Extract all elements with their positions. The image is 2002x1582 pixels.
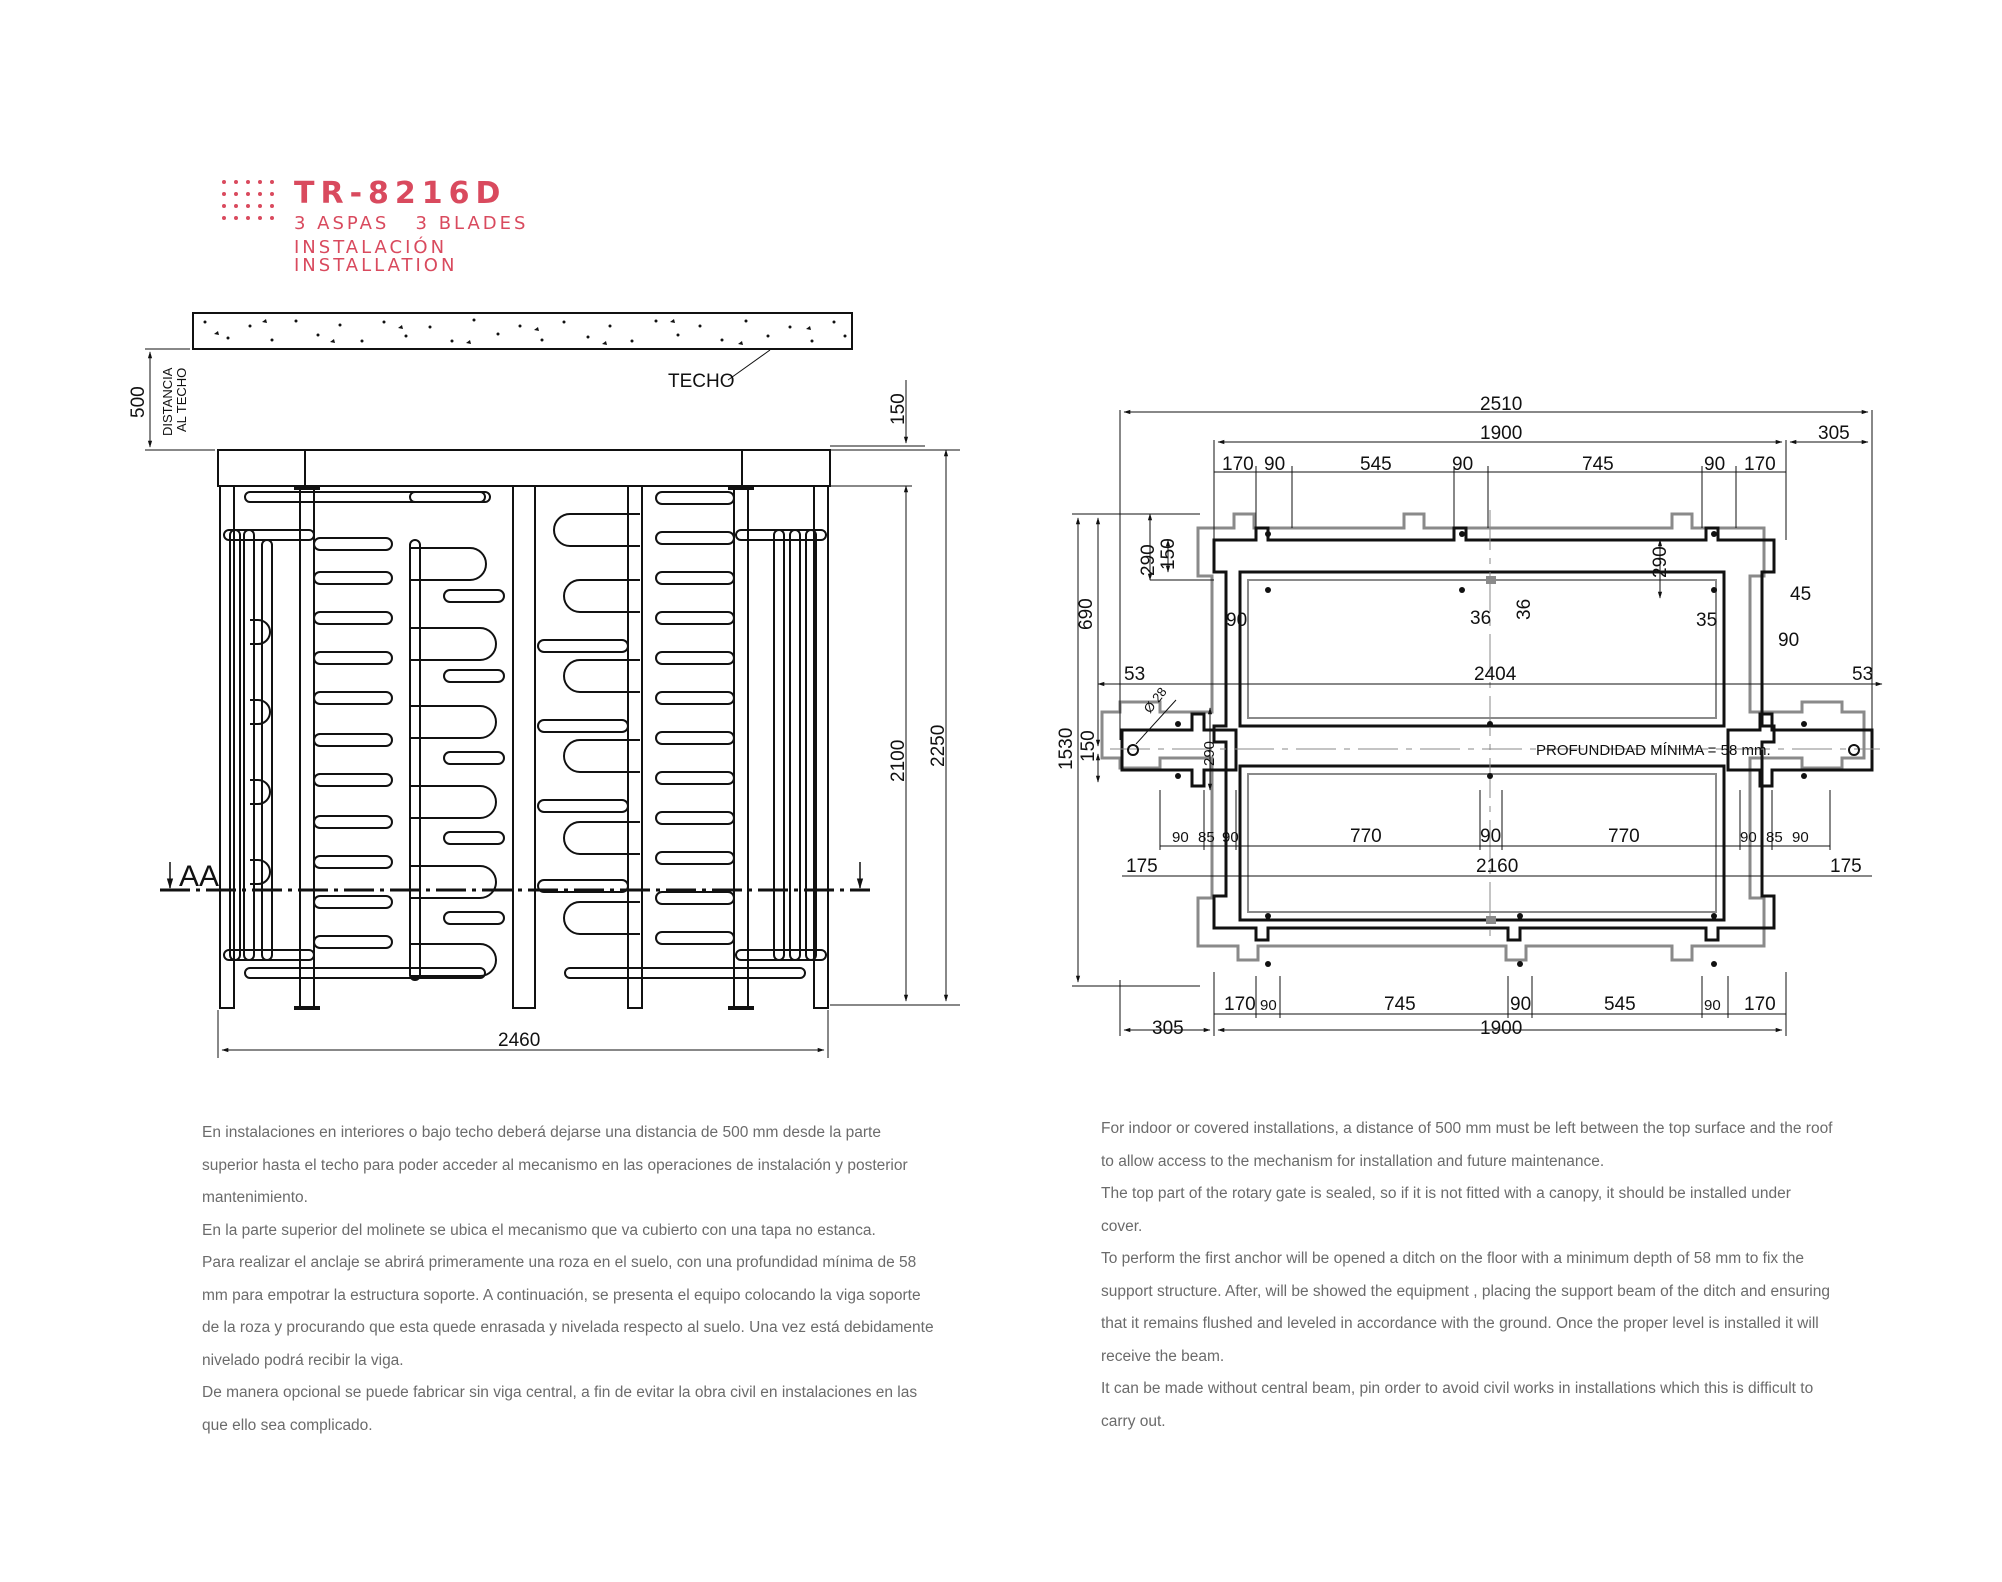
dim-top-545: 545 (1360, 454, 1392, 475)
dim-mid-770-a: 770 (1350, 826, 1382, 847)
dim-mid-85-a: 85 (1198, 829, 1215, 846)
dim-left-53: 53 (1124, 664, 1145, 685)
dim-bot-745: 745 (1384, 994, 1416, 1015)
dim-mid-770-b: 770 (1608, 826, 1640, 847)
plan-total-width: 2510 (1480, 394, 1522, 415)
dim-left-290-b: 290 (1201, 741, 1218, 766)
paragraph-es-3: Para realizar el anclaje se abrirá prime… (202, 1254, 934, 1369)
model-title: TR-8216D (294, 176, 507, 211)
paragraph-en-4: It can be made without central beam, pin… (1101, 1380, 1814, 1430)
dim-right-175: 175 (1830, 856, 1862, 877)
dim-mid-90-a: 90 (1172, 829, 1189, 846)
dim-bot-90-b: 90 (1510, 994, 1531, 1015)
dim-left-690: 690 (1076, 598, 1097, 630)
dim-right-53: 53 (1852, 664, 1873, 685)
width-dim: 2460 (498, 1030, 540, 1051)
paragraph-en-3: To perform the first anchor will be open… (1101, 1250, 1830, 1365)
ditch-outline (1100, 512, 1866, 962)
plan-beam-width: 1900 (1480, 423, 1522, 444)
plan-right-offset: 305 (1818, 423, 1850, 444)
dim-mid-90-e: 90 (1792, 829, 1809, 846)
dim-left-290: 290 (1138, 544, 1159, 576)
clearance-label-2: AL TECHO (174, 368, 189, 432)
dim-left-90: 90 (1226, 610, 1247, 631)
dim-center-2404: 2404 (1474, 664, 1517, 685)
paragraph-es-2: En la parte superior del molinete se ubi… (202, 1221, 876, 1239)
elevation-view: TECHO 500 DISTANCIA AL TECHO (128, 312, 960, 1058)
ceiling-hatch (203, 318, 847, 345)
dim-left-175: 175 (1126, 856, 1158, 877)
dim-bot-1900: 1900 (1480, 1018, 1522, 1039)
dim-top-170-right: 170 (1744, 454, 1776, 475)
dim-bot-170-left: 170 (1224, 994, 1256, 1015)
dim-bot-90-a: 90 (1260, 997, 1277, 1014)
ceiling-label: TECHO (668, 371, 735, 392)
paragraph-en-1: For indoor or covered installations, a d… (1101, 1120, 1833, 1170)
gate-height-dim: 2100 (888, 740, 909, 782)
dim-right-90: 90 (1778, 630, 1799, 651)
clearance-label-1: DISTANCIA (160, 367, 175, 436)
dim-mid-85-b: 85 (1766, 829, 1783, 846)
dim-bot-90-c: 90 (1704, 997, 1721, 1014)
dim-left-150: 150 (1158, 538, 1179, 570)
dim-bot-170-right: 170 (1744, 994, 1776, 1015)
dim-inner-35: 35 (1696, 610, 1717, 631)
dim-mid-90-d: 90 (1740, 829, 1757, 846)
dim-top-170-left: 170 (1222, 454, 1254, 475)
dim-top-90-c: 90 (1704, 454, 1725, 475)
paragraph-es-4: De manera opcional se puede fabricar sin… (202, 1384, 918, 1434)
dim-bot-545: 545 (1604, 994, 1636, 1015)
dim-bot-305: 305 (1152, 1018, 1184, 1039)
dim-right-45: 45 (1790, 584, 1811, 605)
title-block: TR-8216D 3 ASPAS 3 BLADES INSTALACIÓN IN… (294, 176, 528, 275)
beam-outline (1212, 526, 1776, 942)
dim-inner-36-b: 36 (1514, 599, 1535, 620)
paragraph-en-2: The top part of the rotary gate is seale… (1101, 1185, 1791, 1235)
description-en: For indoor or covered installations, a d… (1101, 1113, 1836, 1438)
paragraph-es-1: En instalaciones en interiores o bajo te… (202, 1124, 908, 1206)
dim-top-745: 745 (1582, 454, 1614, 475)
dim-left-150-b: 150 (1078, 730, 1099, 762)
dim-mid-90-c: 90 (1480, 826, 1501, 847)
dim-inner-290: 290 (1650, 546, 1671, 578)
section-label: AA (179, 860, 219, 893)
installation-es-subtitle: INSTALACIÓN (294, 237, 448, 258)
logo-dots-icon (222, 180, 274, 220)
dim-inner-36-a: 36 (1470, 608, 1491, 629)
plan-view: 2510 1900 305 170 90 545 90 745 90 170 6… (1056, 394, 1883, 1039)
clearance-value: 500 (128, 386, 149, 418)
blades-subtitle: 3 ASPAS 3 BLADES (294, 213, 529, 234)
installation-en-subtitle: INSTALLATION (294, 255, 458, 276)
depth-note: PROFUNDIDAD MÍNIMA = 58 mm. (1536, 742, 1771, 759)
dim-top-90-a: 90 (1264, 454, 1285, 475)
description-es: En instalaciones en interiores o bajo te… (202, 1117, 937, 1442)
dim-center-2160: 2160 (1476, 856, 1518, 877)
dim-top-90-b: 90 (1452, 454, 1473, 475)
top-height-dim: 150 (888, 393, 909, 425)
total-height-dim: 2250 (928, 725, 949, 767)
ceiling-slab (192, 312, 853, 350)
dim-left-1530: 1530 (1056, 728, 1077, 770)
dim-mid-90-b: 90 (1222, 829, 1239, 846)
turnstile-frame (217, 449, 831, 1010)
